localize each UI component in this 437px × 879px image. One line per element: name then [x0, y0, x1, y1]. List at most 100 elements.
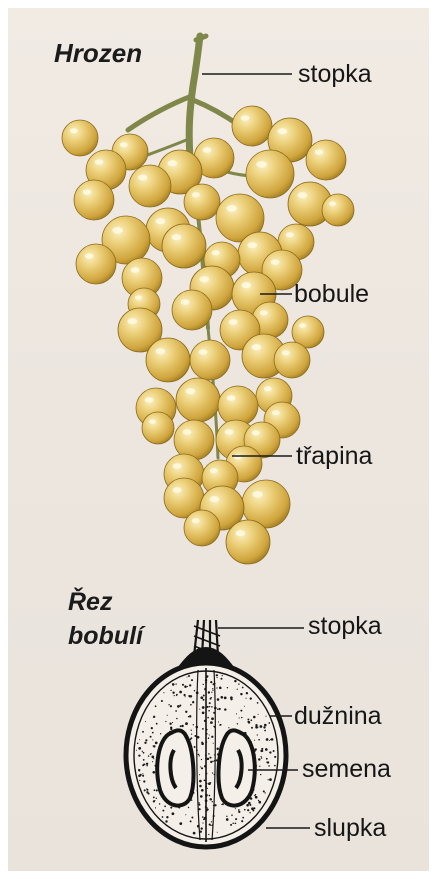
berry-highlight	[149, 419, 156, 423]
flesh-speckle	[191, 679, 193, 681]
flesh-speckle	[249, 804, 251, 806]
flesh-speckle	[152, 732, 154, 734]
flesh-speckle	[259, 766, 260, 767]
flesh-speckle	[263, 790, 265, 792]
flesh-speckle	[254, 740, 255, 741]
flesh-speckle	[187, 686, 188, 687]
flesh-speckle	[152, 739, 153, 740]
label-stem: stopka	[298, 62, 372, 87]
flesh-speckle	[172, 722, 173, 723]
flesh-speckle	[235, 808, 236, 809]
flesh-speckle	[161, 700, 163, 702]
flesh-speckle	[144, 789, 146, 791]
flesh-speckle	[182, 684, 184, 686]
flesh-speckle	[220, 724, 221, 725]
flesh-speckle	[219, 687, 222, 690]
berry-highlight	[183, 429, 192, 435]
flesh-speckle	[201, 741, 203, 743]
grape-berry	[172, 290, 212, 330]
grape-berry	[184, 510, 220, 546]
flesh-speckle	[190, 738, 192, 740]
flesh-speckle	[138, 754, 140, 756]
flesh-speckle	[145, 739, 147, 741]
flesh-speckle	[170, 727, 172, 729]
flesh-speckle	[144, 742, 146, 744]
flesh-speckle	[266, 738, 269, 741]
flesh-speckle	[153, 758, 154, 759]
flesh-speckle	[210, 761, 212, 763]
berry-highlight	[181, 299, 190, 305]
flesh-speckle	[155, 807, 156, 808]
flesh-speckle	[146, 788, 147, 789]
flesh-speckle	[261, 756, 262, 757]
section-label-stem: stopka	[308, 614, 382, 639]
flesh-speckle	[207, 788, 208, 789]
flesh-speckle	[209, 824, 211, 826]
flesh-speckle	[155, 705, 157, 707]
flesh-speckle	[227, 687, 228, 688]
flesh-speckle	[252, 810, 254, 812]
flesh-speckle	[209, 734, 210, 735]
flesh-speckle	[153, 797, 155, 799]
flesh-speckle	[179, 691, 182, 694]
flesh-speckle	[184, 685, 187, 688]
flesh-speckle	[190, 820, 192, 822]
berry-highlight	[299, 323, 306, 327]
flesh-speckle	[221, 804, 222, 805]
flesh-speckle	[241, 820, 243, 822]
flesh-speckle	[264, 724, 267, 727]
flesh-speckle	[212, 761, 213, 762]
flesh-speckle	[217, 832, 218, 833]
flesh-speckle	[230, 696, 233, 699]
berry-highlight	[203, 147, 212, 153]
flesh-speckle	[211, 736, 213, 738]
flesh-speckle	[260, 774, 261, 775]
flesh-speckle	[188, 695, 190, 697]
berry-highlight	[282, 350, 290, 355]
berry-highlight	[251, 344, 261, 350]
flesh-speckle	[142, 775, 144, 777]
flesh-speckle	[212, 690, 213, 691]
flesh-speckle	[187, 677, 188, 678]
flesh-speckle	[211, 821, 212, 822]
flesh-speckle	[151, 727, 153, 729]
flesh-speckle	[211, 706, 213, 708]
grape-berry	[146, 338, 190, 382]
flesh-speckle	[164, 805, 166, 807]
flesh-speckle	[172, 692, 174, 694]
flesh-speckle	[244, 809, 246, 811]
flesh-speckle	[200, 795, 203, 798]
flesh-speckle	[212, 688, 213, 689]
flesh-speckle	[208, 834, 209, 835]
flesh-speckle	[221, 696, 224, 699]
flesh-speckle	[234, 680, 236, 682]
grape-berry	[274, 342, 310, 378]
flesh-speckle	[226, 816, 227, 817]
flesh-speckle	[152, 761, 153, 762]
flesh-speckle	[162, 816, 164, 818]
flesh-speckle	[156, 798, 157, 799]
flesh-speckle	[188, 716, 189, 717]
flesh-speckle	[226, 818, 229, 821]
flesh-speckle	[170, 807, 172, 809]
flesh-speckle	[238, 809, 240, 811]
flesh-speckle	[269, 740, 270, 741]
label-seeds: semena	[302, 757, 391, 782]
flesh-speckle	[258, 739, 260, 741]
flesh-speckle	[258, 714, 259, 715]
flesh-speckle	[224, 697, 227, 700]
berry-highlight	[277, 128, 287, 134]
berry-highlight	[199, 276, 209, 282]
berry-highlight	[70, 128, 78, 133]
grape-berry	[162, 224, 206, 268]
flesh-speckle	[216, 687, 217, 688]
flesh-speckle	[208, 782, 211, 785]
flesh-speckle	[170, 690, 171, 691]
flesh-speckle	[202, 822, 203, 823]
flesh-speckle	[208, 753, 210, 755]
flesh-speckle	[188, 807, 189, 808]
flesh-speckle	[261, 748, 263, 750]
grape-berry	[306, 140, 346, 180]
berry-highlight	[241, 282, 251, 288]
flesh-speckle	[210, 681, 212, 683]
